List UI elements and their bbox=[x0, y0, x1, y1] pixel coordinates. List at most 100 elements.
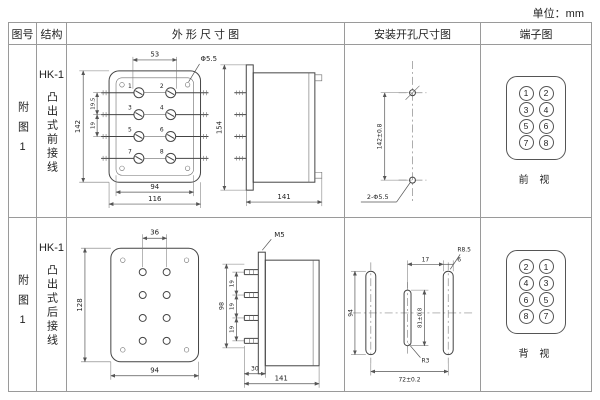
front-terminal-2: 2 bbox=[160, 83, 164, 90]
header-mounting: 安装开孔尺寸图 bbox=[345, 23, 481, 45]
dim-inner-width: 94 bbox=[150, 183, 159, 191]
unit-label: 单位：mm bbox=[532, 8, 584, 20]
terminal-view-label-front: 前 视 bbox=[518, 175, 554, 186]
row1-terminal-cell: 1 2 3 4 5 6 7 8 前 视 bbox=[481, 45, 591, 218]
dim-stud-span: 98 bbox=[217, 302, 225, 310]
side-studs bbox=[234, 90, 247, 161]
mounting-slots bbox=[352, 262, 473, 364]
terminal-row-2: 3 4 bbox=[101, 105, 209, 121]
rear-face-dimensions: 36 128 94 bbox=[76, 229, 200, 380]
row1-fig-no-cell: 附图1 bbox=[9, 45, 37, 218]
side-studs bbox=[243, 269, 259, 344]
row1-structure-cell: HK-1 凸出式前接线 bbox=[37, 45, 67, 218]
row2-model: HK-1 bbox=[38, 242, 65, 254]
terminal-circle: 7 bbox=[538, 308, 554, 324]
dim-stud-depth: 30 bbox=[251, 366, 259, 373]
terminal-circle: 1 bbox=[538, 259, 554, 275]
mounting-holes bbox=[398, 61, 427, 202]
row2-outline-drawing-svg: 36 128 94 98 19 19 bbox=[76, 229, 320, 388]
terminal-circle: 1 bbox=[518, 85, 534, 101]
side-view: 154 141 bbox=[215, 64, 323, 207]
terminal-row-3: 5 6 bbox=[101, 126, 209, 142]
row1-mounting-drawing-svg: 142±0.8 2-Φ5.5 bbox=[360, 61, 427, 203]
dim-slot-height: 94 bbox=[347, 309, 354, 317]
terminal-circle: 6 bbox=[518, 292, 534, 308]
header-terminal: 端子图 bbox=[481, 23, 591, 45]
terminal-circle: 4 bbox=[538, 102, 554, 118]
front-terminal-5: 5 bbox=[128, 126, 132, 133]
header-structure: 结构 bbox=[37, 23, 67, 45]
dim-stud-gap3: 19 bbox=[229, 325, 235, 332]
row1-mounting-cell: 142±0.8 2-Φ5.5 bbox=[345, 45, 481, 218]
row2-terminal-diagram: 2 1 4 3 6 5 8 7 背 视 bbox=[481, 218, 591, 391]
front-view-dimensions: 53 Φ5.5 142 19.5 19 94 116 bbox=[74, 50, 218, 209]
terminal-box-rear: 2 1 4 3 6 5 8 7 bbox=[506, 249, 566, 334]
dim-depth: 141 bbox=[277, 193, 290, 201]
dim-depth: 141 bbox=[275, 375, 288, 383]
header-fig-no: 图号 bbox=[9, 23, 37, 45]
dim-hole-count: 2-Φ5.5 bbox=[367, 193, 389, 201]
dim-height: 128 bbox=[76, 298, 84, 311]
row2-structure: 凸出式后接线 bbox=[45, 264, 58, 348]
dim-height: 142 bbox=[74, 120, 82, 133]
row2-mounting-cell: 94 81±0.8 17 6 R8.5 R3 72±0.2 bbox=[345, 218, 481, 391]
front-terminal-4: 4 bbox=[160, 105, 164, 112]
terminal-circle: 2 bbox=[538, 85, 554, 101]
mounting-dimensions: 94 81±0.8 17 6 R8.5 R3 72±0.2 bbox=[347, 246, 471, 383]
front-terminal-3: 3 bbox=[128, 105, 132, 112]
dim-slot-spacing: 72±0.2 bbox=[399, 376, 421, 383]
dim-radius-large: R8.5 bbox=[457, 246, 471, 253]
row1-fig-no: 附图1 bbox=[16, 100, 29, 162]
front-terminal-6: 6 bbox=[160, 126, 164, 133]
dim-side-height: 154 bbox=[215, 120, 223, 134]
terminal-row-4: 7 8 bbox=[101, 148, 209, 164]
terminal-row-1: 1 2 bbox=[101, 83, 209, 99]
dim-top-width: 53 bbox=[150, 50, 159, 58]
dim-top-width: 36 bbox=[150, 229, 159, 237]
row2-terminal-cell: 2 1 4 3 6 5 8 7 背 视 bbox=[481, 218, 591, 391]
terminal-circle: 5 bbox=[518, 118, 534, 134]
terminal-circle: 8 bbox=[538, 135, 554, 151]
row2-fig-no: 附图1 bbox=[16, 274, 29, 335]
dim-center-height: 81±0.8 bbox=[417, 307, 423, 328]
row2-outline-cell: 36 128 94 98 19 19 bbox=[67, 218, 345, 391]
row1-structure: 凸出式前接线 bbox=[45, 91, 58, 175]
terminal-circle: 5 bbox=[538, 292, 554, 308]
dim-screw: M5 bbox=[274, 231, 284, 239]
row2-mounting-drawing-svg: 94 81±0.8 17 6 R8.5 R3 72±0.2 bbox=[347, 246, 473, 383]
dim-stud-gap1: 19 bbox=[229, 280, 235, 287]
dim-slot-width: 6 bbox=[457, 256, 461, 263]
dim-radius-small: R3 bbox=[421, 358, 429, 365]
dim-row-gap2: 19 bbox=[91, 122, 97, 129]
terminal-view-label-rear: 背 视 bbox=[518, 348, 554, 360]
terminal-circle: 7 bbox=[518, 135, 534, 151]
front-terminal-1: 1 bbox=[128, 83, 132, 90]
row1-outline-cell: 1 2 3 4 bbox=[67, 45, 345, 218]
dim-slot-offset: 17 bbox=[422, 256, 430, 263]
row2-fig-no-cell: 附图1 bbox=[9, 218, 37, 391]
dim-hole-spacing: 142±0.8 bbox=[377, 123, 384, 149]
terminal-circle: 3 bbox=[518, 102, 534, 118]
row1-model: HK-1 bbox=[38, 69, 65, 81]
row1-terminal-diagram: 1 2 3 4 5 6 7 8 前 视 bbox=[481, 45, 591, 217]
front-terminal-8: 8 bbox=[160, 148, 164, 155]
terminal-circle: 3 bbox=[538, 275, 554, 291]
front-view: 1 2 3 4 bbox=[101, 70, 209, 183]
dim-width: 94 bbox=[150, 367, 159, 375]
dim-row-gap1: 19.5 bbox=[91, 98, 97, 110]
front-terminal-7: 7 bbox=[128, 148, 132, 155]
header-outline: 外 形 尺 寸 图 bbox=[67, 23, 345, 45]
spec-table: 图号 结构 外 形 尺 寸 图 安装开孔尺寸图 端子图 附图1 HK-1 凸出式… bbox=[8, 22, 592, 392]
dim-total-width: 116 bbox=[148, 195, 161, 203]
terminal-box-front: 1 2 3 4 5 6 7 8 bbox=[506, 76, 566, 160]
row2-structure-cell: HK-1 凸出式后接线 bbox=[37, 218, 67, 391]
terminal-circle: 6 bbox=[538, 118, 554, 134]
dim-hole-dia: Φ5.5 bbox=[201, 55, 218, 63]
terminal-circle: 2 bbox=[518, 259, 534, 275]
terminal-circle: 8 bbox=[518, 308, 534, 324]
terminal-circle: 4 bbox=[518, 275, 534, 291]
rear-face-view bbox=[110, 247, 200, 363]
dim-stud-gap2: 19 bbox=[229, 302, 235, 309]
row1-outline-drawing-svg: 1 2 3 4 bbox=[74, 50, 323, 209]
